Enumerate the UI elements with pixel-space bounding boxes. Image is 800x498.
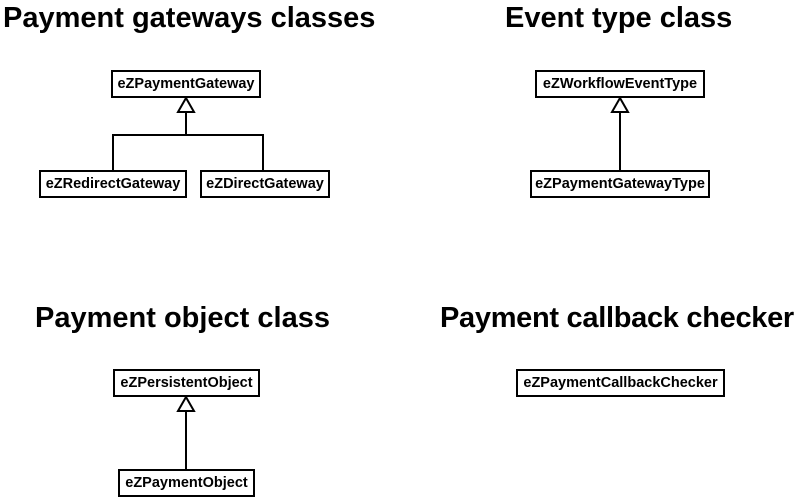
section-title-event-type-class: Event type class (505, 2, 733, 34)
class-box-ezpersistentobject: eZPersistentObject (113, 369, 260, 397)
class-box-ezredirectgateway: eZRedirectGateway (39, 170, 187, 198)
class-box-ezpaymentgatewaytype: eZPaymentGatewayType (530, 170, 710, 198)
section-title-payment-callback-checker: Payment callback checker (440, 302, 794, 334)
class-box-ezdirectgateway: eZDirectGateway (200, 170, 330, 198)
inheritance-line-drop-right (262, 134, 264, 170)
section-title-payment-gateways-classes: Payment gateways classes (3, 2, 376, 34)
inheritance-line-drop-left (112, 134, 114, 170)
inheritance-line-stem (185, 111, 187, 136)
class-box-ezpaymentgateway: eZPaymentGateway (111, 70, 261, 98)
class-box-ezpaymentcallbackchecker: eZPaymentCallbackChecker (516, 369, 725, 397)
inheritance-line-horizontal (112, 134, 264, 136)
inheritance-line-stem (185, 410, 187, 469)
class-box-ezpaymentobject: eZPaymentObject (118, 469, 255, 497)
section-title-payment-object-class: Payment object class (35, 302, 330, 334)
class-box-ezworkfloweventtype: eZWorkflowEventType (535, 70, 705, 98)
inheritance-line-stem (619, 111, 621, 170)
